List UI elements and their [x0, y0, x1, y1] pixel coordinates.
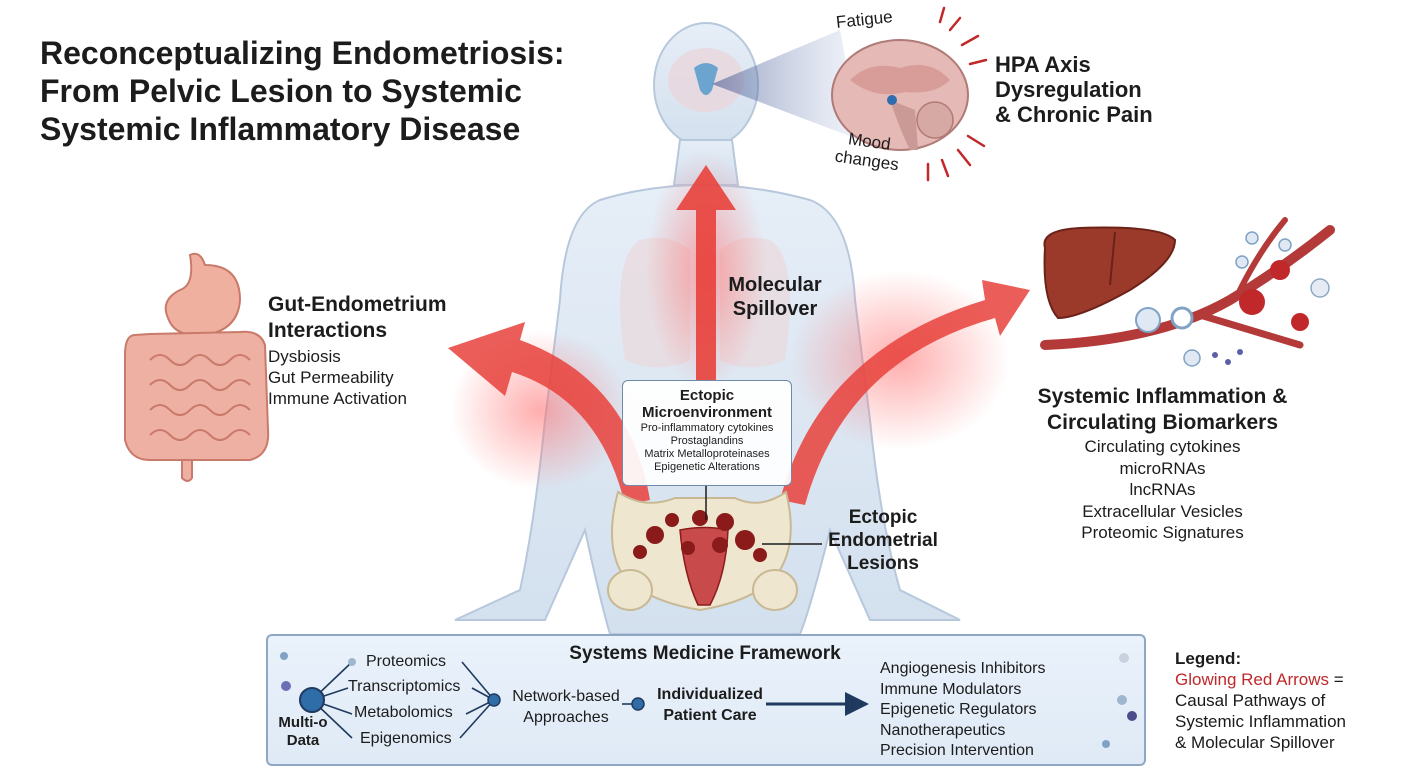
intervention-item: Nanotherapeutics — [880, 721, 1006, 739]
systems-medicine-panel — [266, 634, 1146, 766]
gut-section: Gut-Endometrium Interactions Dysbiosis G… — [268, 292, 447, 409]
legend-line-3: Systemic Inflammation — [1175, 712, 1346, 731]
ectopic-microenvironment-box: Ectopic Microenvironment Pro-inflammator… — [622, 380, 792, 486]
biomarker-item: lncRNAs — [1129, 480, 1196, 499]
micro-item: Matrix Metalloproteinases — [644, 448, 770, 460]
network-label: Network-based Approaches — [502, 686, 630, 728]
systems-medicine-graph — [280, 652, 1137, 748]
biomarker-item: microRNAs — [1119, 458, 1206, 478]
patient-care-label: Individualized Patient Care — [646, 684, 774, 726]
title-line-3: Systemic Inflammatory Disease — [40, 111, 521, 147]
legend-red-text: Glowing Red Arrows — [1175, 670, 1330, 689]
gut-item: Immune Activation — [268, 389, 407, 408]
omics-item: Epigenomics — [360, 730, 452, 747]
micro-item: Epigenetic Alterations — [654, 461, 760, 473]
lesions-line-2: Endometrial — [828, 530, 938, 551]
hpa-heading: HPA Axis Dysregulation & Chronic Pain — [995, 52, 1153, 127]
gut-item: Dysbiosis — [268, 347, 341, 366]
title-line-1: Reconceptualizing Endometriosis: — [40, 35, 565, 71]
multi-line-1: Multi-o — [278, 714, 328, 731]
multi-line-2: Data — [286, 732, 320, 749]
title-line-2: From Pelvic Lesion to Systemic — [40, 73, 522, 109]
gut-illustration — [124, 252, 270, 482]
micro-heading-1: Ectopic — [679, 387, 735, 404]
red-arrows — [448, 150, 1030, 505]
intervention-item: Immune Modulators — [880, 680, 1022, 698]
hpa-line-1: HPA Axis — [995, 52, 1091, 77]
biomarker-item: Proteomic Signatures — [1081, 523, 1244, 542]
lesions-line-3: Lesions — [847, 553, 919, 574]
hpa-line-2: Dysregulation — [995, 77, 1142, 102]
brain-illustration — [831, 6, 988, 182]
projection-beam — [712, 30, 860, 140]
micro-item: Prostaglandins — [670, 435, 744, 447]
biomarker-item: Extracellular Vesicles — [1082, 501, 1243, 521]
intervention-list: Angiogenesis Inhibitors Immune Modulator… — [880, 659, 1045, 762]
network-line-1: Network-based — [512, 688, 620, 705]
lesions-label: Ectopic Endometrial Lesions — [818, 506, 948, 575]
gut-heading-line-1: Gut-Endometrium — [268, 293, 447, 316]
legend-title: Legend: — [1175, 649, 1242, 668]
spillover-line-2: Spillover — [732, 298, 818, 320]
systemic-section: Systemic Inflammation & Circulating Biom… — [1010, 384, 1315, 544]
pelvis-illustration — [607, 490, 798, 612]
biomarker-item: Circulating cytokines — [1084, 437, 1241, 456]
multi-omics-label: Multi-o Data — [268, 714, 338, 750]
network-line-2: Approaches — [523, 709, 609, 726]
care-line-1: Individualized — [657, 686, 763, 703]
legend-line-1: Glowing Red Arrows = — [1175, 669, 1395, 690]
systems-medicine-title: Systems Medicine Framework — [569, 643, 841, 664]
systemic-heading-1: Systemic Inflammation & — [1037, 385, 1288, 408]
lesions-line-1: Ectopic — [848, 507, 918, 528]
intervention-item: Angiogenesis Inhibitors — [880, 660, 1046, 677]
biomarker-list: Circulating cytokines microRNAs lncRNAs … — [1010, 436, 1315, 544]
legend-eq: = — [1329, 670, 1344, 689]
micro-item: Pro-inflammatory cytokines — [640, 422, 774, 434]
spillover-label: Molecular Spillover — [720, 273, 830, 321]
page-title: Reconceptualizing Endometriosis: From Pe… — [40, 34, 640, 148]
gut-item: Gut Permeability — [268, 368, 394, 387]
legend-line-2: Causal Pathways of — [1175, 691, 1326, 710]
legend: Legend: Glowing Red Arrows = Causal Path… — [1175, 648, 1395, 753]
gut-heading-line-2: Interactions — [268, 319, 388, 342]
care-line-2: Patient Care — [663, 707, 757, 724]
gut-item-list: Dysbiosis Gut Permeability Immune Activa… — [268, 346, 447, 409]
omics-item: Metabolomics — [354, 704, 453, 721]
omics-item: Proteomics — [366, 653, 447, 670]
legend-line-4: & Molecular Spillover — [1175, 733, 1335, 752]
spillover-line-1: Molecular — [728, 274, 822, 296]
intervention-item: Epigenetic Regulators — [880, 701, 1037, 718]
hpa-line-3: & Chronic Pain — [995, 102, 1153, 127]
intervention-item: Precision Intervention — [880, 742, 1034, 759]
omics-item: Transcriptomics — [348, 678, 461, 695]
systemic-heading-2: Circulating Biomarkers — [1046, 411, 1279, 434]
micro-heading-2: Microenvironment — [641, 404, 773, 421]
liver-vessel-illustration — [1040, 217, 1335, 367]
